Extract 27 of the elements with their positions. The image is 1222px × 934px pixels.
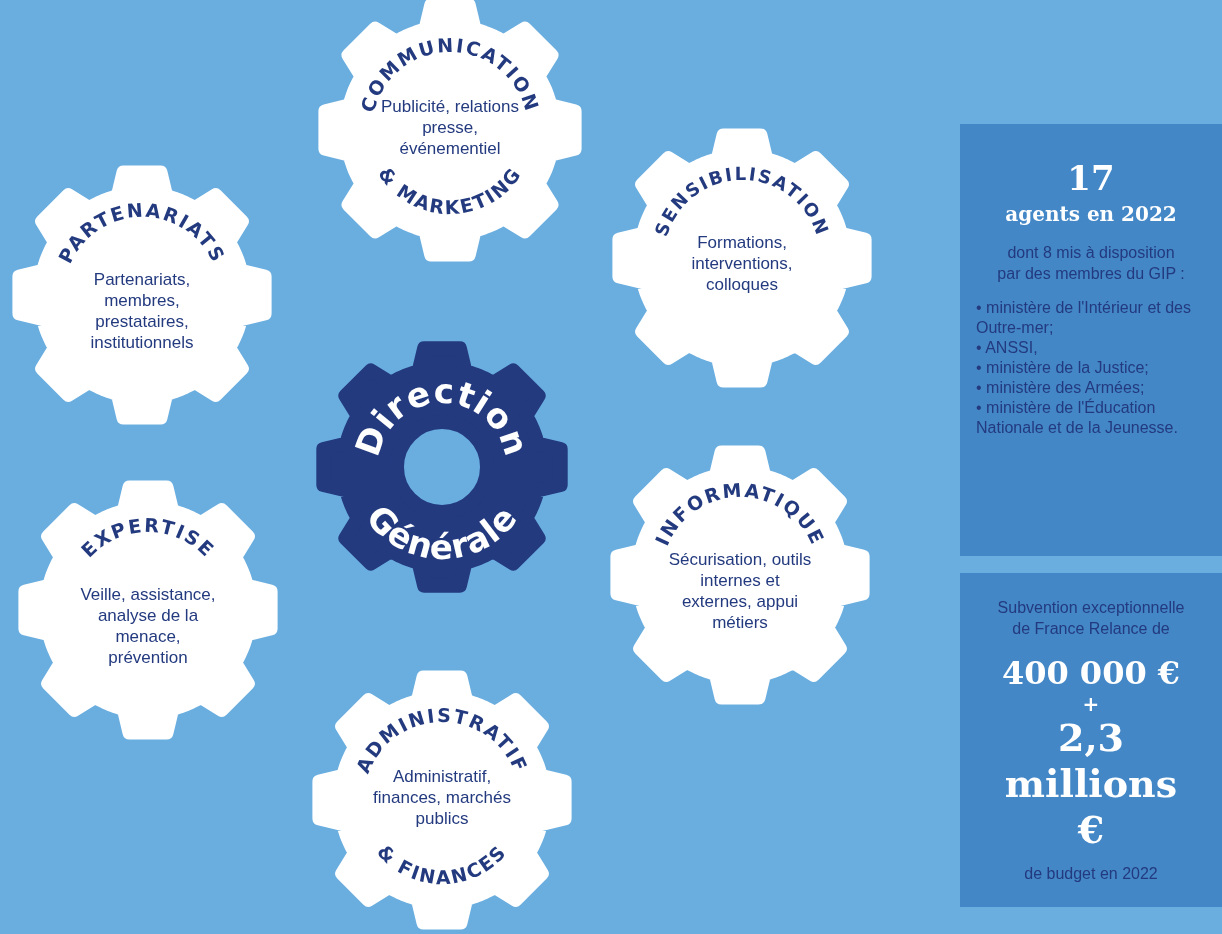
- plus-sign: +: [1081, 693, 1101, 715]
- headline-number: 17: [1066, 157, 1116, 200]
- gear-description: Sécurisation, outils internes et externes, appui métiers: [668, 549, 812, 633]
- info-panel: [960, 573, 1222, 907]
- gear: [316, 0, 584, 264]
- gear: [310, 668, 574, 932]
- panel-text: dont 8 mis à disposition par des membres du GIP :: [996, 243, 1186, 284]
- gear-description: Formations, interventions, colloques: [691, 233, 793, 295]
- gear-description: Partenariats, membres, prestataires, institutionnels: [89, 269, 195, 353]
- gear: [10, 163, 274, 427]
- list-item: • ministère de l'Éducation Nationale et de la Jeunesse.: [976, 398, 1179, 438]
- gear-description: Veille, assistance, analyse de la menace, prévention: [79, 584, 217, 668]
- panel-text: de budget en 2022: [1023, 864, 1159, 884]
- gear: [610, 126, 874, 390]
- amount-text: 2,3 millions €: [1003, 715, 1179, 853]
- list-item: • ministère de l'Intérieur et des Outre-mer;: [976, 298, 1192, 338]
- hub-gear: [314, 339, 570, 595]
- list-item: • ANSSI,: [976, 338, 1039, 358]
- gear: [16, 478, 280, 742]
- amount-text: 400 000 €: [1000, 653, 1182, 693]
- list-item: • ministère des Armées;: [976, 378, 1146, 398]
- info-panel: [960, 124, 1222, 556]
- list-item: • ministère de la Justice;: [976, 358, 1150, 378]
- gear: [608, 443, 872, 707]
- hub-title: Générale: [358, 497, 526, 567]
- panel-text: Subvention exceptionnelle de France Relance de: [996, 598, 1186, 639]
- headline-text: agents en 2022: [1004, 201, 1178, 228]
